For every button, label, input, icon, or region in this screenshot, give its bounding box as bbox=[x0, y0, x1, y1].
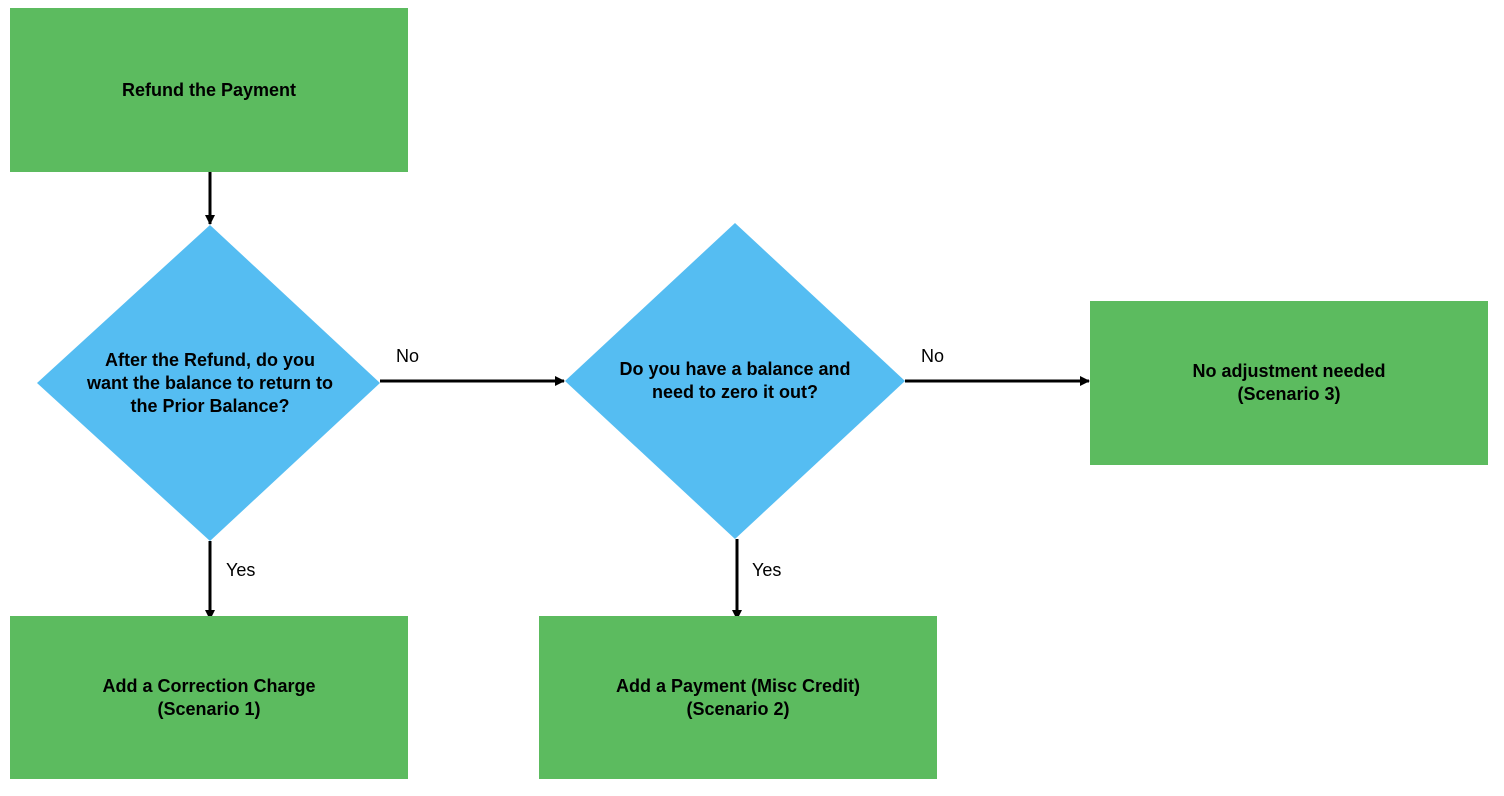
decision1-line1: After the Refund, do you bbox=[105, 349, 315, 370]
decision1-line2: want the balance to return to bbox=[86, 372, 334, 393]
decision1-diamond bbox=[37, 225, 380, 541]
scenario3-line2: (Scenario 3) bbox=[1237, 384, 1341, 404]
edge-label-decision1-yes: Yes bbox=[226, 560, 256, 580]
edge-label-decision2-yes: Yes bbox=[752, 560, 782, 580]
node-refund-payment: Refund the Payment bbox=[10, 8, 408, 172]
decision2-diamond bbox=[565, 223, 905, 539]
scenario3-line1: No adjustment needed bbox=[1192, 361, 1386, 381]
edge-label-decision1-no: No bbox=[396, 346, 420, 366]
node-scenario2: Add a Payment (Misc Credit) (Scenario 2) bbox=[539, 616, 937, 779]
decision2-line1: Do you have a balance and bbox=[619, 359, 851, 379]
node-scenario1: Add a Correction Charge (Scenario 1) bbox=[10, 616, 408, 779]
decision2-line2: need to zero it out? bbox=[652, 382, 818, 402]
edge-label-decision2-no: No bbox=[921, 346, 945, 366]
scenario2-line2: (Scenario 2) bbox=[686, 698, 790, 719]
node-decision2-text: Do you have a balance and need to zero i… bbox=[590, 346, 880, 416]
node-decision1-text: After the Refund, do you want the balanc… bbox=[60, 333, 360, 433]
decision1-line3: the Prior Balance? bbox=[130, 395, 290, 416]
scenario2-line1: Add a Payment (Misc Credit) bbox=[615, 675, 861, 696]
node-refund-payment-label: Refund the Payment bbox=[121, 79, 297, 100]
scenario1-line1: Add a Correction Charge bbox=[102, 675, 316, 696]
scenario1-line2: (Scenario 1) bbox=[157, 698, 261, 719]
node-scenario3: No adjustment needed (Scenario 3) bbox=[1090, 301, 1488, 465]
